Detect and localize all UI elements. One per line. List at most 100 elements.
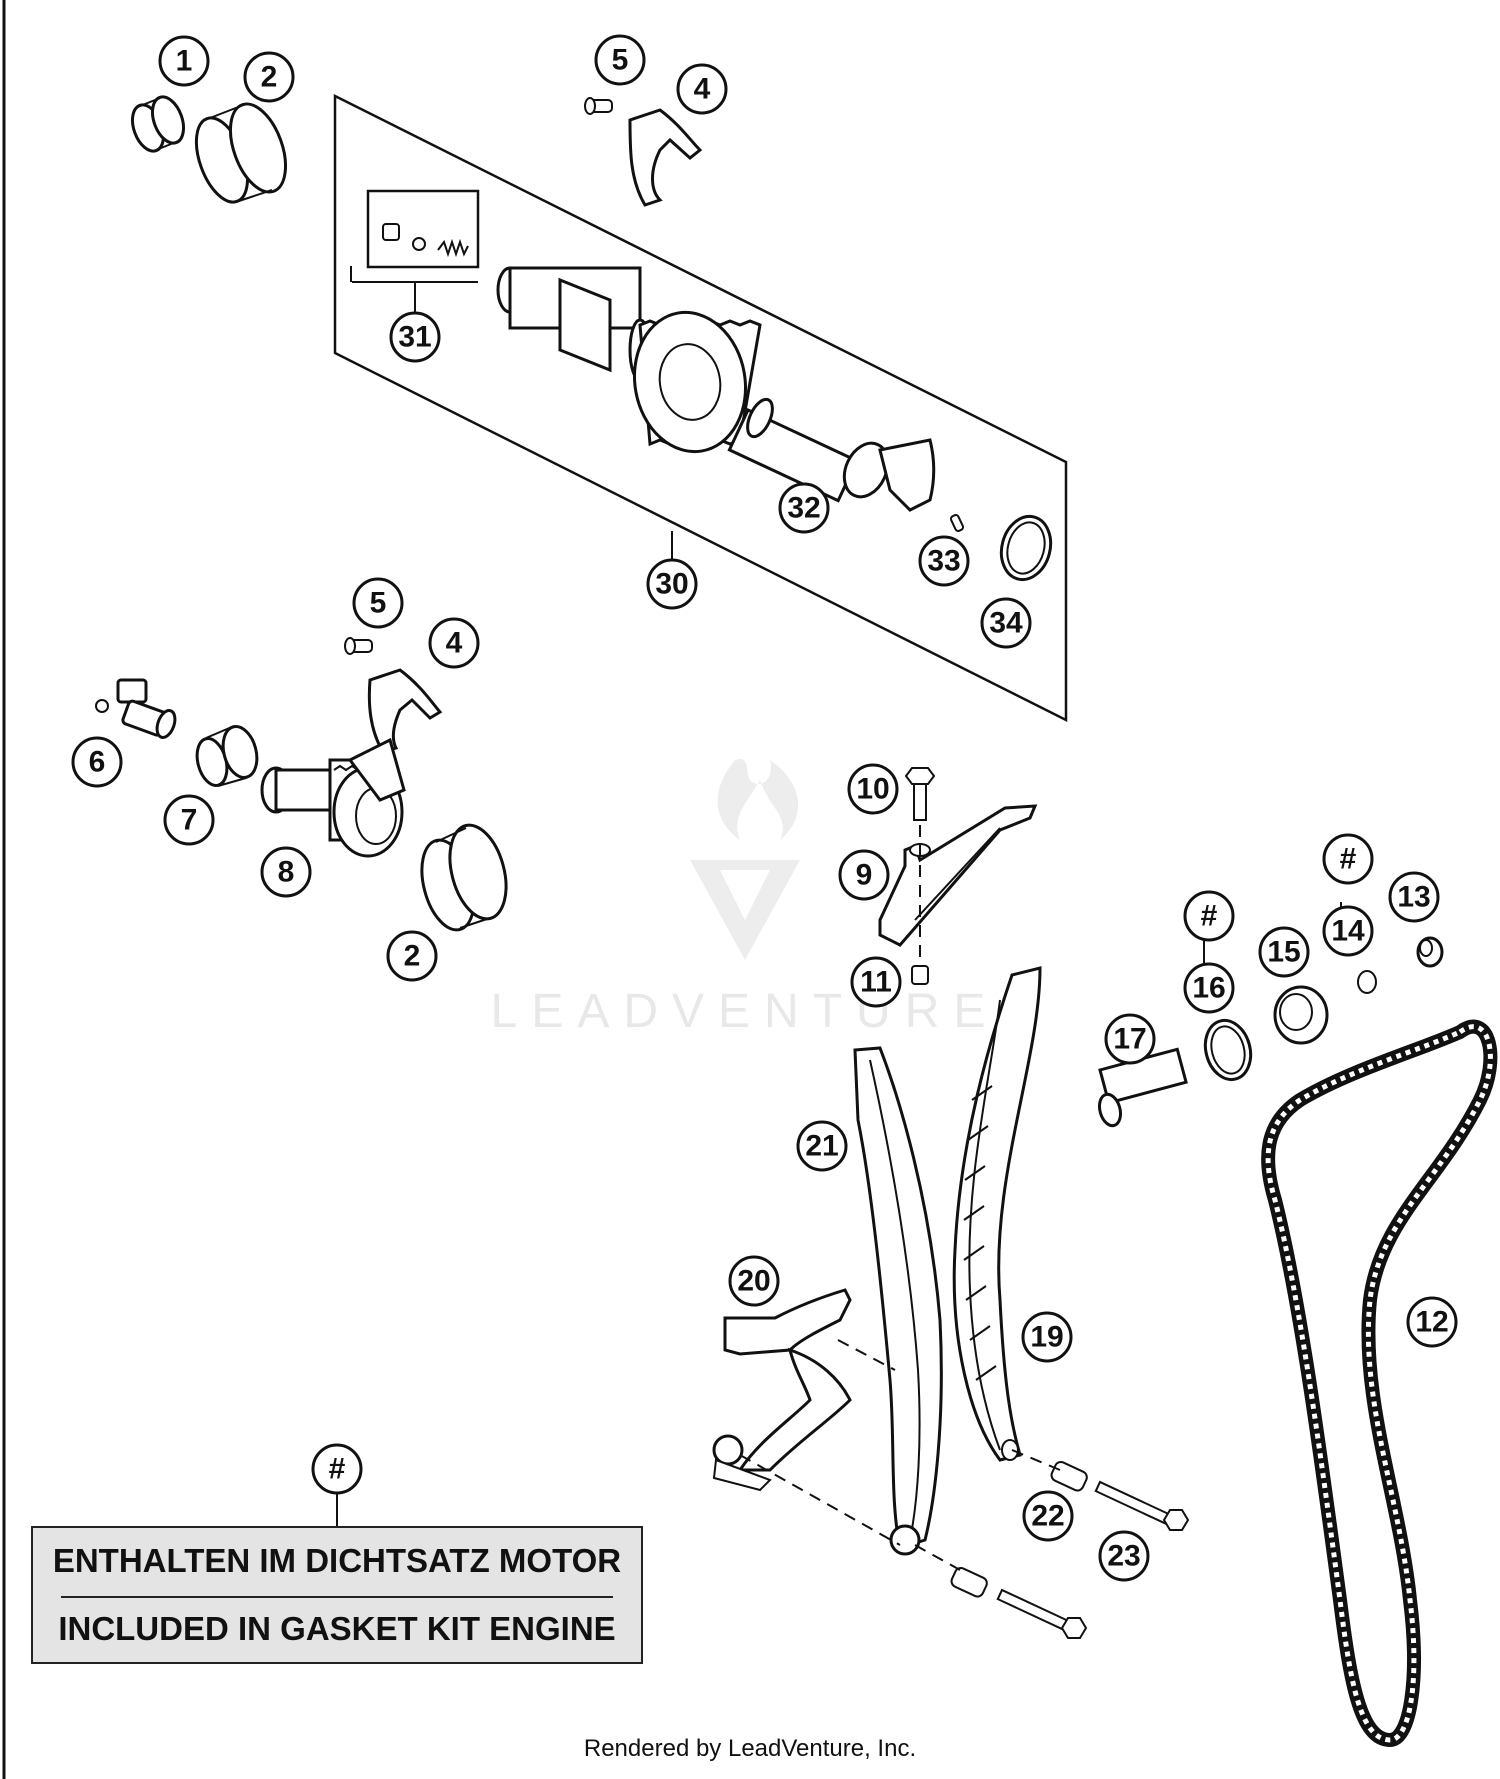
guide-rail-part-21 [853,1046,943,1556]
kit-frame-30 [333,93,1068,723]
bearing-part-2-top [194,102,287,204]
callout-label: 6 [89,746,106,779]
balancer-shaft-part-8 [260,737,406,858]
callout-33: 33 [918,535,970,587]
callout-1: 1 [158,35,210,87]
callout-label: 13 [1397,881,1430,914]
bushing-part-11 [911,965,929,985]
legend-text-english: INCLUDED IN GASKET KIT ENGINE [58,1610,616,1647]
callout-21: 21 [796,1120,848,1172]
callout-label: 7 [181,804,198,837]
callout-15: 15 [1258,926,1310,978]
o-ring-part-14 [1357,970,1377,994]
callout-14: 14 [1322,905,1374,957]
callout-5-lower: 5 [352,577,404,629]
callout-9: 9 [838,849,890,901]
bolt-part-10 [904,767,936,821]
decompressor-part-32 [727,397,936,512]
guide-rail-part-9 [878,804,1038,947]
callout-label: 11 [860,966,892,999]
bushing-part-22-lower [950,1566,988,1598]
bushing-part-22-upper [1050,1460,1088,1492]
bolt-part-23-upper [1094,1480,1190,1531]
callout-label: 33 [927,545,960,578]
footer-credit: Rendered by LeadVenture, Inc. [583,1735,917,1762]
callout-label: 4 [446,627,463,660]
callout-20: 20 [728,1255,780,1307]
callout-label: 20 [737,1265,770,1298]
callout-label: 17 [1113,1023,1146,1056]
leadventure-watermark: LEADVENTURE [491,759,1000,1038]
callout-label: 23 [1107,1540,1140,1573]
tensioner-part-17 [1097,1047,1188,1128]
callout-label: 31 [398,321,431,354]
callout-label: # [1340,843,1357,876]
kit-31-box [366,189,480,269]
callout-label: 15 [1267,936,1300,969]
callout-label: 9 [856,859,873,892]
callout-label: 34 [989,607,1023,640]
cap-part-13 [1416,936,1444,968]
callout-16-hash: # [1183,890,1235,942]
callout-22: 22 [1022,1490,1074,1542]
callout-2-lower: 2 [386,930,438,982]
circlip-part-34 [999,514,1053,582]
callout-17: 17 [1104,1013,1156,1065]
callout-2-top: 2 [243,51,295,103]
callout-31: 31 [389,311,441,363]
callout-label: 21 [805,1130,838,1163]
callout-32: 32 [778,482,830,534]
legend-text-german: ENTHALTEN IM DICHTSATZ MOTOR [52,1542,622,1579]
callout-12: 12 [1406,1296,1458,1348]
callout-label: 19 [1030,1321,1063,1354]
callout-11: 11 [850,956,902,1008]
sensor-part-6 [95,678,177,739]
callout-label: # [329,1453,346,1486]
seal-ring-part-16 [1203,1018,1253,1082]
callout-30: 30 [646,558,698,610]
pin-part-33 [949,514,965,532]
callout-label: 16 [1192,972,1225,1005]
bearing-part-7 [195,725,259,787]
callout-label: # [1201,900,1218,933]
callout-5-top: 5 [594,34,646,86]
callout-label: 2 [404,940,421,973]
callout-4-lower: 4 [428,617,480,669]
callout-34: 34 [980,597,1032,649]
callout-label: 4 [694,73,711,106]
callout-13: 13 [1388,871,1440,923]
bearing-part-1 [130,95,186,153]
callout-label: 10 [856,773,889,806]
bearing-part-2-lower [420,823,508,932]
callout-label: 1 [176,45,193,78]
camshaft-part [496,266,762,454]
bolt-part-5-lower [344,637,373,655]
callout-10: 10 [847,763,899,815]
legend-divider [61,1596,613,1598]
callout-label: 8 [278,856,295,889]
callout-14-hash: # [1322,833,1374,885]
callout-label: 12 [1415,1306,1448,1339]
callout-19: 19 [1021,1311,1073,1363]
check-valve-part-31 [382,223,469,258]
plug-part-15 [1273,985,1329,1045]
callout-7: 7 [163,794,215,846]
callout-legend-hash: # [311,1443,363,1495]
timing-chain-part-12 [1261,1019,1498,1748]
callout-16: 16 [1183,962,1235,1014]
callout-label: 30 [655,568,688,601]
legend-box: ENTHALTEN IM DICHTSATZ MOTOR INCLUDED IN… [31,1526,643,1664]
callout-label: 5 [612,44,629,77]
callout-label: 14 [1331,915,1365,948]
callout-23: 23 [1098,1530,1150,1582]
tensioner-rail-part-19 [952,966,1042,1462]
callout-6: 6 [71,736,123,788]
callout-label: 2 [261,61,278,94]
chain-guide-part-20 [712,1288,852,1492]
callout-label: 32 [787,492,820,525]
callout-8: 8 [260,846,312,898]
fork-part-4-top [628,108,703,207]
watermark-text: LEADVENTURE [491,985,1000,1038]
callout-label: 5 [370,587,387,620]
